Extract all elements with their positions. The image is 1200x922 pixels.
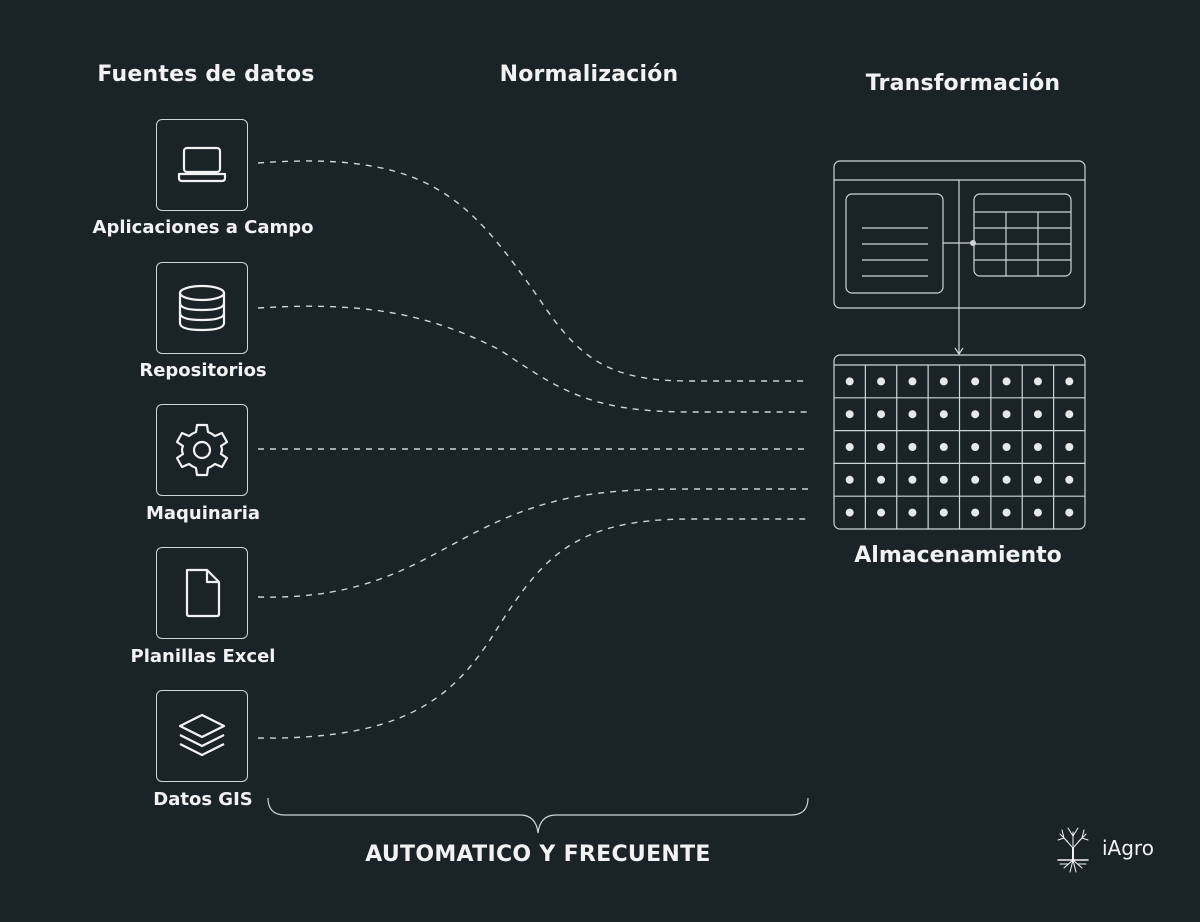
heading-sources: Fuentes de datos: [97, 62, 315, 87]
storage-cell-dot: [1002, 377, 1011, 386]
storage-grid: [833, 354, 1086, 530]
storage-cell-dot: [877, 410, 886, 419]
bracket: [267, 797, 809, 834]
tree-logo-icon: [1057, 827, 1089, 873]
storage-label: Almacenamiento: [854, 543, 1062, 568]
storage-cell-dot: [908, 410, 917, 419]
storage-cell-dot: [877, 443, 886, 451]
heading-normalization: Normalización: [499, 62, 679, 87]
source-label: Aplicaciones a Campo: [92, 217, 314, 238]
source-repositorios-box: [156, 262, 248, 354]
storage-cell-dot: [939, 443, 948, 451]
storage-cell-dot: [1065, 410, 1074, 419]
storage-cell-dot: [908, 377, 917, 386]
storage-cell-dot: [971, 475, 980, 484]
transformation-diagram: [833, 160, 1086, 356]
storage-cell-dot: [845, 410, 854, 419]
storage-cell-dot: [1065, 508, 1074, 517]
storage-cell-dot: [877, 475, 886, 484]
heading-transformation: Transformación: [865, 71, 1061, 96]
storage-cell-dot: [845, 508, 854, 517]
source-aplicaciones-box: [156, 119, 248, 211]
storage-cell-dot: [971, 377, 980, 386]
layers-icon: [178, 713, 226, 757]
storage-cell-dot: [971, 410, 980, 419]
storage-cell-dot: [877, 508, 886, 517]
storage-cell-dot: [971, 508, 980, 517]
source-label: Repositorios: [139, 360, 267, 381]
storage-cell-dot: [939, 377, 948, 386]
brand-name: iAgro: [1102, 836, 1154, 860]
storage-cell-dot: [939, 508, 948, 517]
storage-cell-dot: [971, 443, 980, 451]
storage-cell-dot: [908, 475, 917, 484]
gear-icon: [175, 423, 229, 477]
database-icon: [178, 284, 226, 332]
storage-cell-dot: [1065, 377, 1074, 386]
source-label: Datos GIS: [153, 789, 253, 810]
storage-cell-dot: [939, 410, 948, 419]
source-label: Maquinaria: [145, 503, 261, 524]
storage-cell-dot: [908, 508, 917, 517]
storage-cell-dot: [1033, 475, 1042, 484]
storage-cell-dot: [1002, 410, 1011, 419]
storage-cell-dot: [1002, 508, 1011, 517]
storage-cell-dot: [1033, 410, 1042, 419]
storage-cell-dot: [1002, 443, 1011, 451]
connector-planillas: [257, 488, 808, 598]
laptop-icon: [177, 146, 227, 183]
storage-cell-dot: [1002, 475, 1011, 484]
connector-aplicaciones: [257, 160, 808, 382]
storage-cell-dot: [845, 443, 854, 451]
source-gis-box: [156, 690, 248, 782]
storage-cell-dot: [1065, 475, 1074, 484]
storage-cell-dot: [845, 475, 854, 484]
footer-label: AUTOMATICO Y FRECUENTE: [365, 842, 711, 867]
source-planillas-box: [156, 547, 248, 639]
source-maquinaria-box: [156, 404, 248, 496]
storage-cell-dot: [1065, 443, 1074, 451]
storage-cell-dot: [877, 377, 886, 386]
storage-cell-dot: [939, 475, 948, 484]
storage-cell-dot: [845, 377, 854, 386]
connector-gis: [257, 518, 808, 739]
storage-cell-dot: [1033, 377, 1042, 386]
storage-cell-dot: [1033, 508, 1042, 517]
document-icon: [185, 568, 221, 618]
storage-cell-dot: [908, 443, 917, 451]
storage-cell-dot: [1033, 443, 1042, 451]
source-label: Planillas Excel: [130, 646, 276, 667]
connector-repositorios: [257, 305, 808, 413]
brand: iAgro: [1050, 820, 1154, 876]
